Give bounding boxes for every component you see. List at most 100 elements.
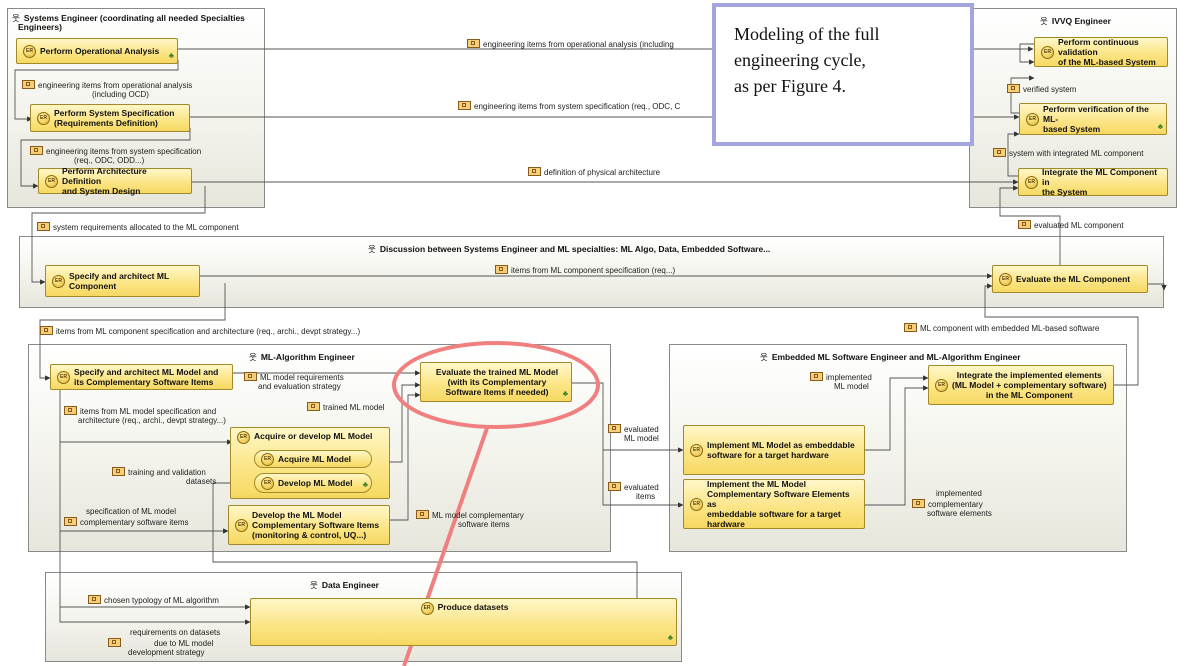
exchange-item-icon [40,326,53,335]
exchange-label: evaluated [608,424,659,435]
function-icon: ER [57,370,70,384]
exchange-item-icon [904,323,917,332]
fn-integrate-implemented-elements[interactable]: ER Integrate the implemented elements(ML… [928,365,1114,405]
function-icon: ER [690,443,703,457]
fn-perform-system-specification[interactable]: ER Perform System Specification(Requirem… [30,104,190,132]
exchange-label: and evaluation strategy [258,382,341,391]
actor-icon: 웃 [1040,16,1048,26]
exchange-item-icon [416,510,429,519]
exchange-item-icon [112,467,125,476]
exchange-item-icon [244,372,257,381]
exchange-label: datasets [186,477,217,486]
actor-icon: 웃 [310,580,318,590]
exchange-label: evaluated ML component [1018,220,1124,231]
exchange-label: chosen typology of ML algorithm [88,595,219,606]
exchange-label: ML component with embedded ML-based soft… [904,323,1099,334]
function-icon: ER [37,111,50,125]
function-icon: ER [420,602,434,615]
exchange-item-icon [30,146,43,155]
exchange-item-icon [1007,84,1020,93]
function-icon: ER [52,274,65,288]
function-icon: ER [690,497,703,511]
expand-icon: ♣ [1157,122,1163,131]
note-line: Modeling of the full [734,24,880,44]
exchange-item-icon [307,402,320,411]
lane-title-line2: Engineers) [18,22,62,32]
exchange-label: system requirements allocated to the ML … [37,222,239,233]
exchange-label: implemented [810,372,872,383]
exchange-item-icon [528,167,541,176]
expand-icon: ♣ [667,633,673,642]
exchange-item-icon [108,638,121,647]
expand-icon: ♣ [562,389,568,398]
exchange-label: trained ML model [307,402,385,413]
exchange-item-icon [64,517,77,526]
actor-icon: 웃 [760,352,768,362]
function-icon: ER [235,518,248,532]
exchange-item-icon [608,482,621,491]
exchange-label: development strategy [128,648,205,657]
exchange-label: ML model [834,382,869,391]
note-line: as per Figure 4. [734,76,846,96]
exchange-item-icon [64,406,77,415]
exchange-label: architecture (req., archi., devpt strate… [78,416,226,425]
exchange-label: ML model complementary [416,510,524,521]
function-icon: ER [999,272,1012,286]
exchange-item-icon [608,424,621,433]
exchange-label: due to ML model [108,638,213,649]
expand-icon: ♣ [362,480,368,489]
exchange-label: specification of ML model [86,507,176,516]
function-icon: ER [45,174,58,188]
exchange-label: items from ML component specification (r… [495,265,675,276]
exchange-label: items [636,492,656,501]
exchange-label: requirements on datasets [130,628,221,637]
exchange-label: (req., ODC, ODD...) [74,156,145,165]
exchange-label: ML model [624,434,659,443]
function-icon: ER [1025,175,1038,189]
function-icon: ER [261,452,274,466]
exchange-item-icon [993,148,1006,157]
exchange-label: ML model requirements [244,372,344,383]
exchange-item-icon [912,499,925,508]
function-icon: ER [1026,112,1039,126]
exchange-label: software items [458,520,510,529]
fn-evaluate-trained-ml-model[interactable]: Evaluate the trained ML Model(with its C… [420,362,572,402]
exchange-label: engineering items from operational analy… [467,39,674,50]
exchange-label: items from ML component specification an… [40,326,360,337]
function-icon: ER [237,431,250,444]
exchange-label: software elements [927,509,992,518]
exchange-label: engineering items from operational analy… [22,80,192,91]
function-icon: ER [261,476,274,490]
exchange-label: complementary [912,499,983,510]
actor-icon: 웃 [249,352,257,362]
exchange-label: evaluated [608,482,659,493]
exchange-label: complementary software items [64,517,188,528]
exchange-item-icon [22,80,35,89]
exchange-item-icon [37,222,50,231]
exchange-label: items from ML model specification and [64,406,216,417]
fn-verification[interactable]: ER Perform verification of the ML-based … [1019,103,1167,135]
exchange-label: training and validation [112,467,206,478]
expand-icon: ♣ [168,51,174,60]
exchange-label: definition of physical architecture [528,167,660,178]
exchange-item-icon [495,265,508,274]
